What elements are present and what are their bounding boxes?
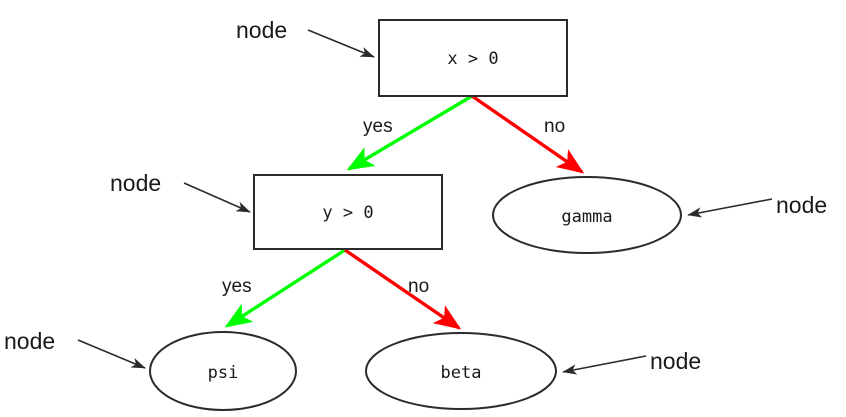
leaf-node-gamma[interactable]: gamma [492,176,682,254]
leaf-node-psi[interactable]: psi [149,331,297,411]
annotation-root-leader-icon [307,29,375,58]
leaf-node-beta[interactable]: beta [365,332,557,410]
annotation-psi-label: node [4,328,55,354]
node-box-root-shape [378,19,568,97]
edge-label-root-yes: yes [363,116,393,137]
leaf-gamma-label: gamma [561,207,612,227]
annotation-psi: node [4,328,146,369]
edge-group [224,94,585,330]
annotation-root: node [236,17,375,58]
edge-second-no [344,248,462,330]
annotation-beta: node [562,348,701,375]
edge-second-yes [224,248,346,328]
annotation-second: node [110,170,251,213]
annotation-second-label: node [110,170,161,196]
edge-root-yes [346,94,473,171]
node-box-root-label: x > 0 [447,49,498,69]
leaf-psi-label: psi [208,363,239,383]
leaf-beta-label: beta [441,363,482,383]
edge-label-second-no: no [408,276,429,297]
annotation-psi-leader-icon [77,339,146,369]
annotation-second-leader-icon [183,182,251,213]
node-box-second-shape [253,174,443,250]
annotation-gamma-label: node [776,192,827,218]
edge-label-root-no: no [544,116,565,137]
decision-node-second[interactable]: y > 0 [253,174,443,250]
annotation-gamma: node [687,192,827,218]
edge-label-second-yes: yes [222,276,252,297]
annotation-beta-leader-icon [562,355,647,375]
decision-node-root[interactable]: x > 0 [378,19,568,97]
annotation-root-label: node [236,17,287,43]
leaf-beta-shape [365,332,557,410]
annotation-gamma-leader-icon [687,198,773,218]
leaf-psi-shape [149,331,297,411]
leaf-gamma-shape [492,176,682,254]
annotation-beta-label: node [650,348,701,374]
edge-root-no [471,94,585,174]
node-box-second-label: y > 0 [322,203,373,223]
